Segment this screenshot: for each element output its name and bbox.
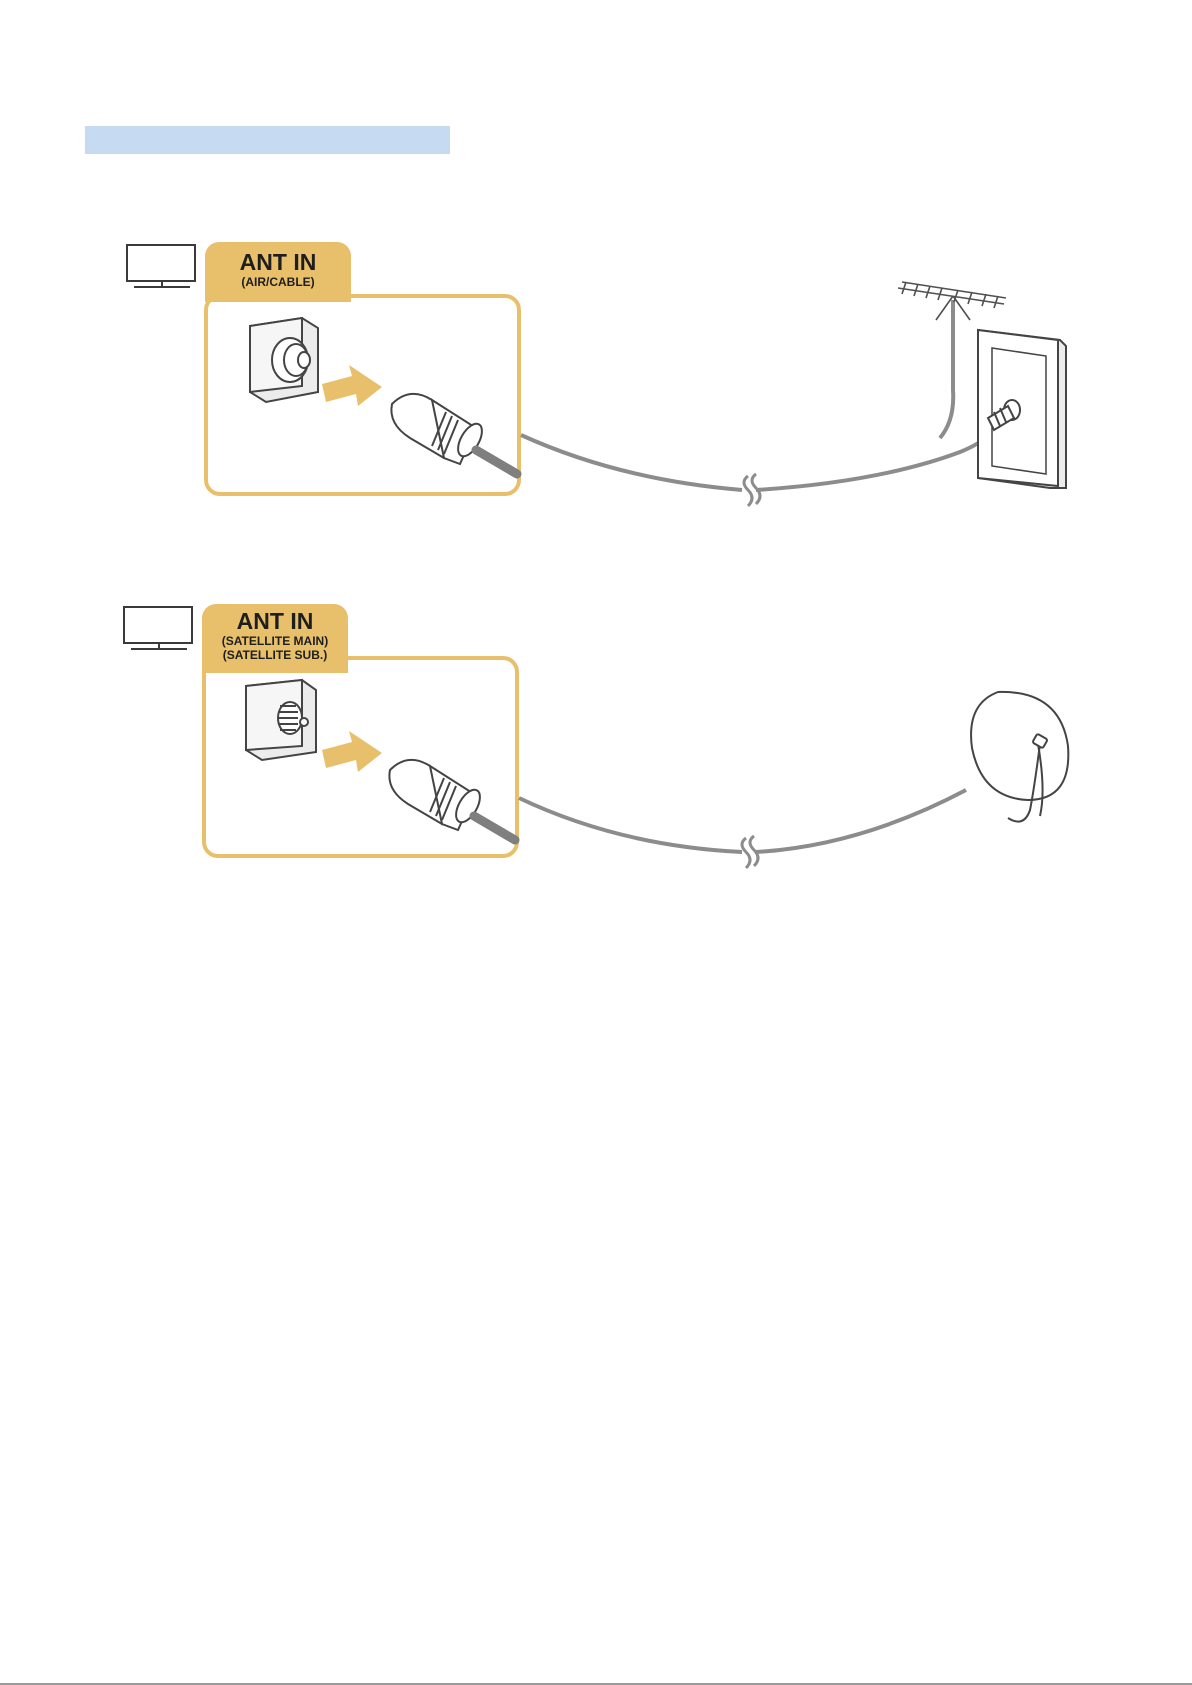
port-label: ANT IN <box>205 250 351 275</box>
cable-break-icon <box>742 836 758 868</box>
tv-port-icon <box>250 318 318 402</box>
cable-break-icon <box>744 474 760 506</box>
coax-cable <box>521 435 742 490</box>
port-sub-label: (SATELLITE SUB.) <box>202 648 348 662</box>
tv-icon <box>124 607 192 649</box>
satellite-dish-icon <box>971 692 1068 822</box>
tv-icon <box>127 245 195 287</box>
tv-port-icon <box>246 680 316 760</box>
wall-outlet-icon <box>978 330 1066 488</box>
port-sub-label: (SATELLITE MAIN) <box>202 634 348 648</box>
port-label: ANT IN <box>202 609 348 634</box>
port-label-tab-air-cable: ANT IN (AIR/CABLE) <box>205 242 351 302</box>
port-sub-label: (AIR/CABLE) <box>205 275 351 289</box>
coax-cable <box>519 798 742 852</box>
port-label-tab-satellite: ANT IN (SATELLITE MAIN) (SATELLITE SUB.) <box>202 604 348 673</box>
